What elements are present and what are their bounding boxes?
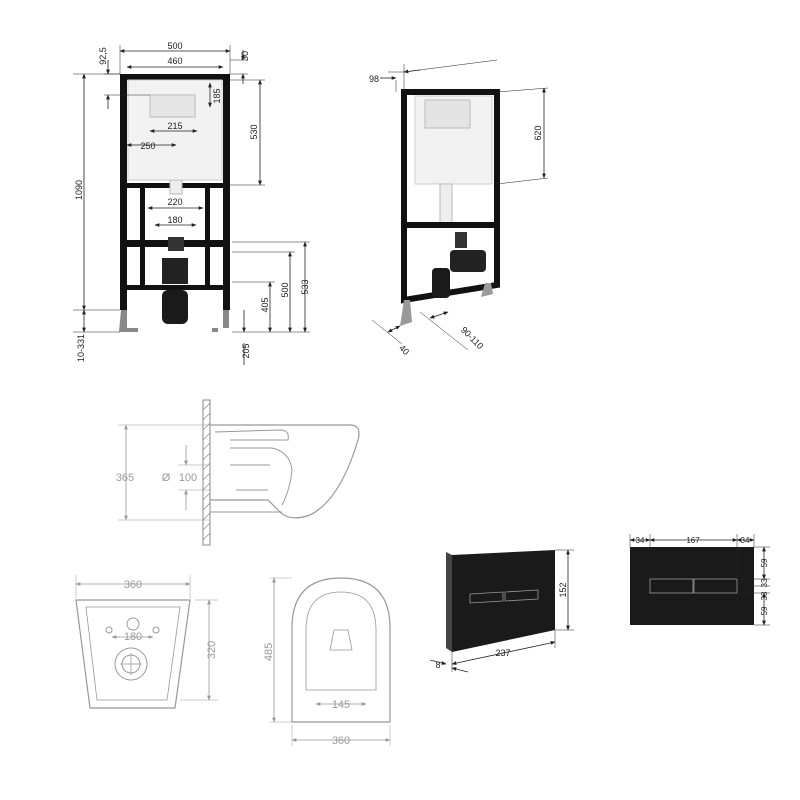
dim-220: 220 <box>167 197 182 207</box>
dim-92-5: 92,5 <box>98 47 108 65</box>
flush-pipe <box>169 179 183 195</box>
dim-1090: 1090 <box>74 180 84 200</box>
dim-360-top: 360 <box>332 735 350 747</box>
cistern-top-opening <box>149 94 196 118</box>
side-drain-pipe <box>432 268 450 298</box>
side-drain-elbow <box>450 250 486 272</box>
frame-left-upright <box>120 74 127 310</box>
dim-59-bottom: 59 <box>760 606 769 615</box>
side-flush-pipe <box>439 183 453 225</box>
dim-98: 98 <box>369 74 379 84</box>
frame-inner-right-bar <box>205 188 210 288</box>
dim-180-bolts: 180 <box>124 631 142 643</box>
frame-top-rail <box>120 74 230 80</box>
dim-167: 167 <box>686 536 700 545</box>
dim-215: 215 <box>167 121 182 131</box>
frame-inner-left-bar <box>140 188 145 288</box>
dim-500: 500 <box>167 41 182 51</box>
dim-533: 533 <box>300 279 310 294</box>
flush-plate-front: 34 167 34 59 33 33 59 <box>629 534 770 626</box>
drain-outlet-ring <box>114 647 148 681</box>
dim-405: 405 <box>260 297 270 312</box>
dim-460: 460 <box>167 56 182 66</box>
side-foot-right <box>481 283 493 297</box>
bowl-side-inner <box>214 429 289 441</box>
wall-hatched <box>202 399 211 546</box>
bowl-top-inner <box>305 591 377 691</box>
dim-205: 205 <box>241 343 251 358</box>
dim-diameter-symbol: Ø <box>162 472 171 484</box>
dim-360-front: 360 <box>124 579 142 591</box>
frame-right-upright <box>223 74 230 310</box>
plate-front-body <box>630 547 754 625</box>
water-inlet-valve <box>168 237 184 251</box>
dim-320: 320 <box>206 641 218 659</box>
frame-front-view: 500 460 92,5 30 185 215 250 530 1090 <box>73 41 310 365</box>
dim-500-lower: 500 <box>280 282 290 297</box>
plate-perspective-body <box>452 550 555 652</box>
bowl-back-inner <box>85 606 181 701</box>
dim-100: 100 <box>179 472 197 484</box>
plate-front-button-left <box>649 578 694 594</box>
frame-side-view: 98 620 40 90-110 <box>369 59 549 357</box>
dim-185: 185 <box>212 88 222 103</box>
plate-perspective-button-left <box>469 591 504 604</box>
dim-530: 530 <box>249 124 259 139</box>
flush-plate-perspective: 152 237 8 <box>429 549 574 673</box>
dim-620: 620 <box>533 125 543 140</box>
bowl-side-outline <box>210 424 360 519</box>
dim-237: 237 <box>495 648 510 658</box>
dim-8: 8 <box>435 660 440 670</box>
dim-90-110: 90-110 <box>459 325 485 351</box>
dim-59-top: 59 <box>760 558 769 567</box>
bowl-top-outline <box>291 577 391 723</box>
dim-485: 485 <box>263 643 275 661</box>
bowl-front-view: 180 360 320 <box>75 575 218 709</box>
dim-180: 180 <box>167 215 182 225</box>
drain-pipe <box>162 290 188 324</box>
dim-33-top: 33 <box>760 578 769 587</box>
plate-perspective-button-right <box>504 589 539 602</box>
side-cistern-top <box>424 99 471 129</box>
flush-inlet-hole <box>126 617 140 631</box>
frame-bottom-rail <box>120 285 230 290</box>
bolt-hole-right <box>152 626 160 634</box>
side-frame-outer <box>401 89 500 304</box>
dim-33-bottom: 33 <box>760 591 769 600</box>
wall-hatch-lines <box>202 402 211 541</box>
side-lower-rail <box>404 222 497 228</box>
plate-perspective-side <box>446 552 452 652</box>
dim-34-right: 34 <box>741 536 750 545</box>
frame-right-foot <box>212 310 229 332</box>
dim-34-left: 34 <box>636 536 645 545</box>
dim-365: 365 <box>116 472 134 484</box>
bowl-side-rim-line <box>230 447 293 506</box>
dim-152: 152 <box>558 582 568 597</box>
dim-40: 40 <box>397 343 411 357</box>
bolt-hole-left <box>105 626 113 634</box>
bowl-back-outline <box>75 599 191 709</box>
side-valve <box>455 232 467 248</box>
side-foot-left <box>400 300 412 326</box>
bowl-top-flush-hole <box>329 629 353 651</box>
bowl-side-section: 365 Ø 100 <box>116 399 360 546</box>
bowl-top-view: 485 145 360 <box>263 577 391 747</box>
dim-10-331: 10-331 <box>76 334 86 362</box>
frame-left-foot <box>119 310 138 332</box>
dim-250: 250 <box>140 141 155 151</box>
dim-30: 30 <box>240 51 250 61</box>
drain-connector <box>162 258 188 284</box>
dim-145: 145 <box>332 699 350 711</box>
